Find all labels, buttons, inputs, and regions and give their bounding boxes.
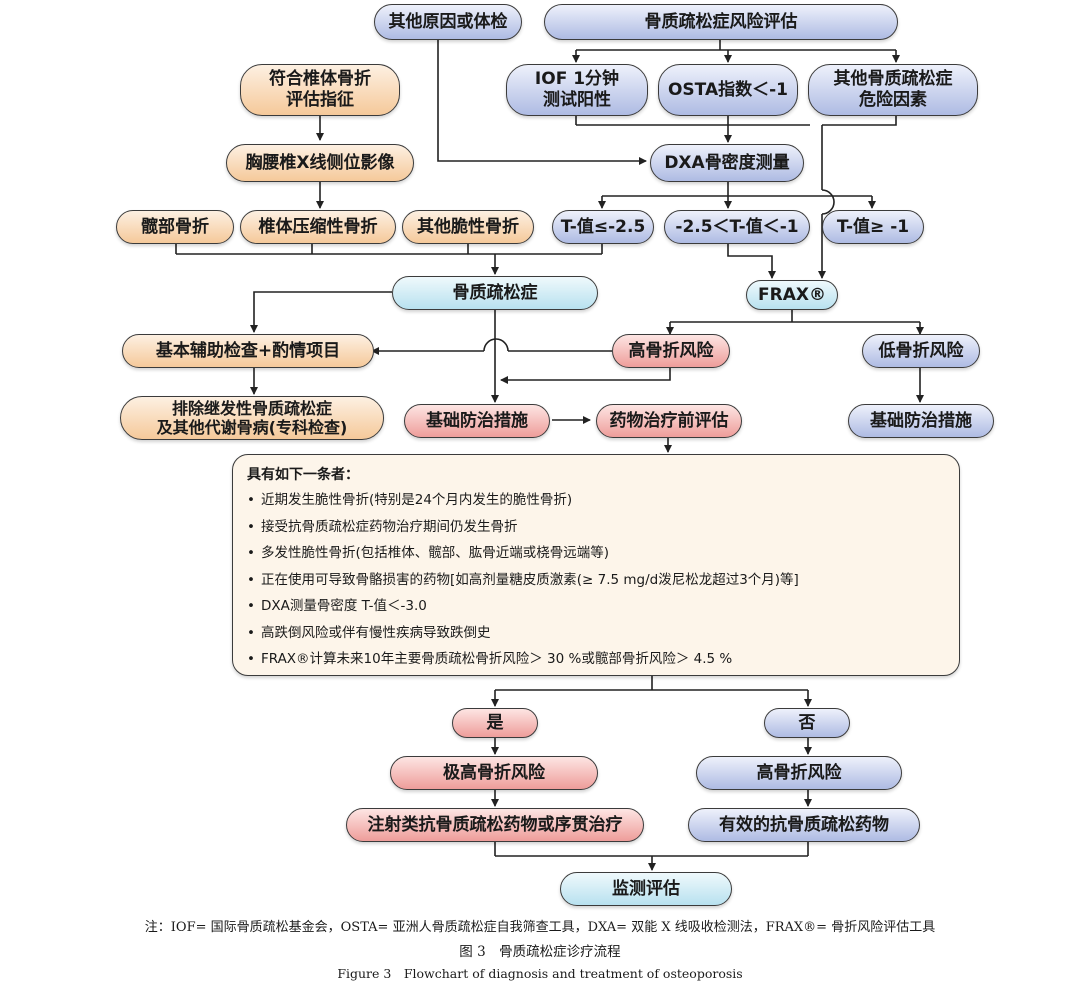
criteria-item: 近期发生脆性骨折(特别是24个月内发生的脆性骨折): [247, 487, 945, 514]
basic-prevention-right-node: 基础防治措施: [848, 404, 994, 438]
basic-prevention-left-node: 基础防治措施: [404, 404, 550, 438]
effective-drug-node: 有效的抗骨质疏松药物: [688, 808, 920, 842]
criteria-item: 多发性脆性骨折(包括椎体、髋部、肱骨近端或桡骨远端等): [247, 540, 945, 567]
dxa-node: DXA骨密度测量: [650, 144, 804, 182]
low-fracture-risk-node: 低骨折风险: [862, 334, 980, 368]
criteria-item: 正在使用可导致骨骼损害的药物[如高剂量糖皮质激素(≥ 7.5 mg/d泼尼松龙超…: [247, 567, 945, 594]
t-value-mid-node: -2.5＜T-值＜-1: [664, 210, 810, 244]
criteria-item: 高跌倒风险或伴有慢性疾病导致跌倒史: [247, 620, 945, 647]
no-node: 否: [764, 708, 850, 738]
frax-node: FRAX®: [746, 280, 838, 310]
yes-node: 是: [452, 708, 538, 738]
criteria-item: 接受抗骨质疏松症药物治疗期间仍发生骨折: [247, 514, 945, 541]
high-fracture-risk-node: 高骨折风险: [612, 334, 730, 368]
criteria-item: FRAX®计算未来10年主要骨质疏松骨折风险＞ 30 %或髋部骨折风险＞ 4.5…: [247, 646, 945, 673]
injection-therapy-node: 注射类抗骨质疏松药物或序贯治疗: [346, 808, 644, 842]
xray-node: 胸腰椎X线侧位影像: [226, 144, 414, 182]
pre-treatment-evaluation-node: 药物治疗前评估: [596, 404, 742, 438]
caption-english: Figure 3 Flowchart of diagnosis and trea…: [337, 966, 743, 981]
hip-fracture-node: 髋部骨折: [116, 210, 234, 244]
exclude-secondary-node: 排除继发性骨质疏松症 及其他代谢骨病(专科检查): [120, 396, 384, 440]
criteria-box: 具有如下一条者： 近期发生脆性骨折(特别是24个月内发生的脆性骨折) 接受抗骨质…: [232, 454, 960, 676]
very-high-risk-node: 极高骨折风险: [390, 756, 598, 790]
t-value-high-node: T-值≥ -1: [822, 210, 924, 244]
iof-test-node: IOF 1分钟 测试阳性: [506, 64, 648, 116]
vertebral-indication-node: 符合椎体骨折 评估指征: [240, 64, 400, 116]
osteoporosis-node: 骨质疏松症: [392, 276, 598, 310]
t-value-low-node: T-值≤-2.5: [552, 210, 654, 244]
basic-tests-node: 基本辅助检查+酌情项目: [122, 334, 374, 368]
footnote-note: 注：IOF= 国际骨质疏松基金会，OSTA= 亚洲人骨质疏松症自我筛查工具，DX…: [144, 920, 936, 935]
criteria-item: DXA测量骨密度 T-值＜-3.0: [247, 593, 945, 620]
osta-node: OSTA指数＜-1: [658, 64, 798, 116]
risk-evaluation-node: 骨质疏松症风险评估: [544, 4, 898, 40]
high-risk-bottom-node: 高骨折风险: [696, 756, 902, 790]
criteria-list: 近期发生脆性骨折(特别是24个月内发生的脆性骨折) 接受抗骨质疏松症药物治疗期间…: [247, 487, 945, 673]
vertebral-fracture-node: 椎体压缩性骨折: [240, 210, 396, 244]
monitor-node: 监测评估: [560, 872, 732, 906]
criteria-title: 具有如下一条者：: [247, 467, 359, 483]
caption-chinese: 图 3 骨质疏松症诊疗流程: [459, 944, 621, 960]
other-fragility-fracture-node: 其他脆性骨折: [402, 210, 534, 244]
other-risk-factor-node: 其他骨质疏松症 危险因素: [808, 64, 978, 116]
other-cause-node: 其他原因或体检: [374, 4, 522, 40]
